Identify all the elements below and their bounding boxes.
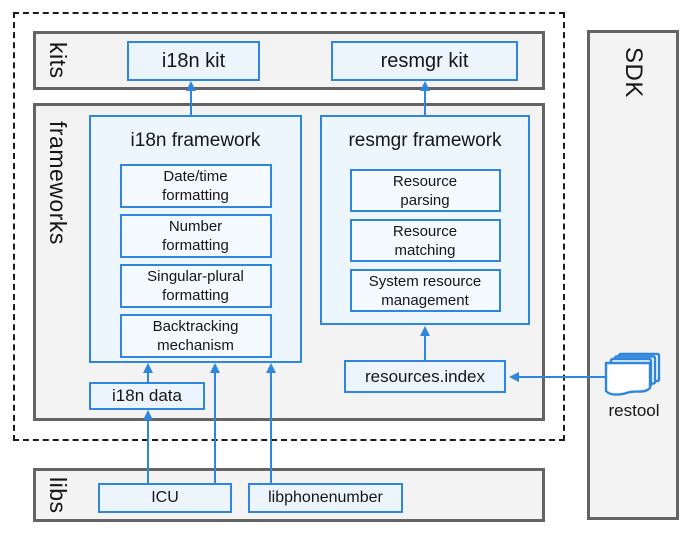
module-resource-matching: Resource matching	[349, 219, 501, 262]
restool-label: restool	[608, 401, 660, 420]
module-number-formatting: Number formatting	[119, 214, 272, 258]
node-i18n-kit: i18n kit	[127, 41, 260, 81]
module-singular-plural-formatting: Singular-plural formatting	[119, 264, 272, 308]
i18n-framework-title: i18n framework	[130, 130, 261, 151]
section-kits-label: kits	[45, 42, 71, 79]
node-i18n-data: i18n data	[89, 382, 205, 410]
dashed-boundary	[13, 12, 565, 441]
section-frameworks-label: frameworks	[45, 121, 71, 245]
module-backtracking-mechanism: Backtracking mechanism	[119, 314, 272, 358]
restool-node: restool	[601, 352, 667, 421]
node-resources-index: resources.index	[344, 360, 506, 393]
node-resmgr-framework: resmgr framework Resource parsing Resour…	[320, 115, 530, 325]
restool-stacked-files-icon	[604, 352, 661, 396]
resmgr-framework-title: resmgr framework	[348, 130, 502, 151]
node-resmgr-kit: resmgr kit	[331, 41, 518, 81]
section-libs-label: libs	[45, 476, 71, 514]
node-icu: ICU	[98, 483, 232, 513]
module-resource-parsing: Resource parsing	[349, 169, 501, 212]
section-sdk-label: SDK	[620, 47, 647, 98]
module-system-resource-management: System resource management	[349, 269, 501, 312]
node-i18n-framework: i18n framework Date/time formatting Numb…	[89, 115, 302, 363]
module-date-time-formatting: Date/time formatting	[119, 164, 272, 208]
node-libphonenumber: libphonenumber	[248, 483, 403, 513]
section-sdk: SDK	[587, 30, 679, 520]
